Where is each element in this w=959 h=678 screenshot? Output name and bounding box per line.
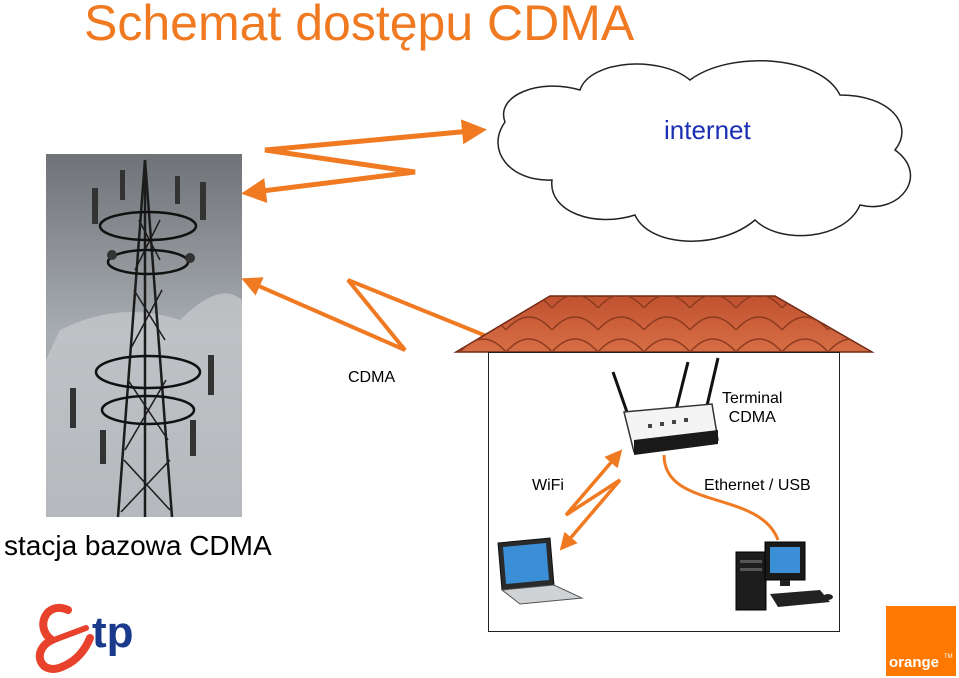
ethernet-link-label: Ethernet / USB <box>704 477 811 494</box>
orange-trademark: TM <box>944 654 953 660</box>
base-station-label: stacja bazowa CDMA <box>4 530 272 561</box>
house-roof <box>453 295 875 353</box>
ethernet-cable <box>662 454 780 541</box>
desktop-computer-icon <box>735 541 833 611</box>
tp-logo-mark <box>36 604 94 673</box>
orange-logo <box>886 606 956 676</box>
internet-link <box>241 119 487 203</box>
laptop-icon <box>497 537 584 605</box>
wifi-link-label: WiFi <box>532 477 564 494</box>
wifi-link <box>559 449 623 551</box>
page-title: Schemat dostępu CDMA <box>84 0 635 51</box>
orange-logo-text: orange <box>889 654 940 671</box>
cell-tower-icon <box>46 154 242 518</box>
cdma-link <box>241 277 599 384</box>
tp-logo-text: tp <box>92 608 134 657</box>
internet-label: internet <box>664 115 751 145</box>
terminal-label: Terminal CDMA <box>722 389 782 427</box>
cdma-link-label: CDMA <box>348 369 396 386</box>
terminal-label-line2: CDMA <box>728 409 776 426</box>
terminal-label-line1: Terminal <box>722 390 783 407</box>
router-icon <box>611 357 720 455</box>
internet-cloud <box>497 59 912 242</box>
